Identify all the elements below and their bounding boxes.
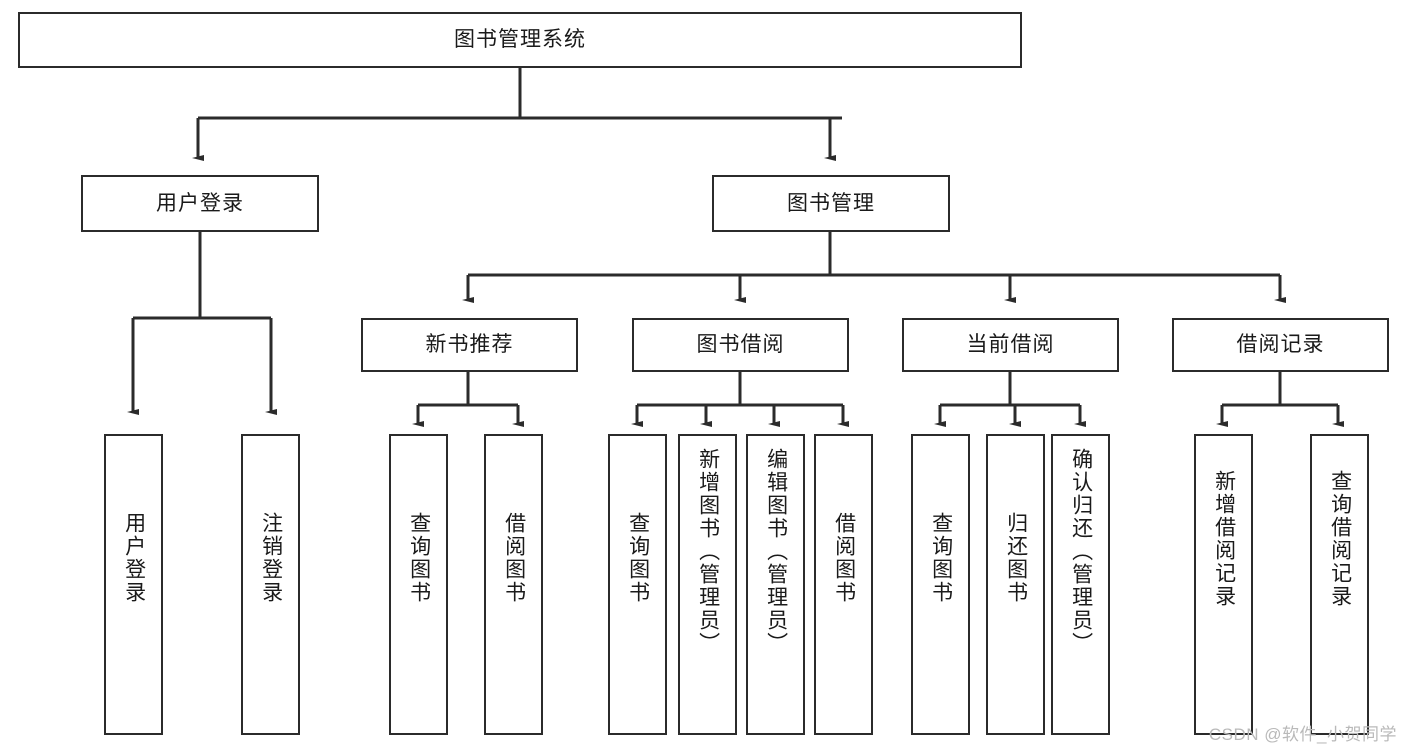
node-book-management[interactable]: 图书管理 <box>712 175 950 232</box>
node-leaf-query-borrow-record[interactable]: 查询借阅记录 <box>1310 434 1369 735</box>
watermark: CSDN @软件_小贺同学 <box>1208 725 1397 744</box>
node-leaf-borrow-book-recommend-label: 借阅图书 <box>502 512 526 604</box>
node-book-management-label: 图书管理 <box>787 191 875 215</box>
node-leaf-query-book-recommend[interactable]: 查询图书 <box>389 434 448 735</box>
node-leaf-add-book-label: 新增图书（管理员） <box>696 448 720 655</box>
node-leaf-query-book-current-label: 查询图书 <box>929 512 953 604</box>
node-leaf-query-borrow-record-label: 查询借阅记录 <box>1328 470 1352 608</box>
node-leaf-return-book-label: 归还图书 <box>1004 512 1028 604</box>
node-new-book-recommend[interactable]: 新书推荐 <box>361 318 578 372</box>
node-book-borrow-label: 图书借阅 <box>696 333 785 357</box>
node-root-label: 图书管理系统 <box>454 28 586 52</box>
node-current-borrow[interactable]: 当前借阅 <box>902 318 1119 372</box>
node-leaf-user-login-label: 用户登录 <box>122 512 146 604</box>
node-user-login[interactable]: 用户登录 <box>81 175 319 232</box>
node-root[interactable]: 图书管理系统 <box>18 12 1022 68</box>
node-leaf-confirm-return-label: 确认归还（管理员） <box>1069 448 1093 655</box>
node-leaf-logout-label: 注销登录 <box>259 512 283 604</box>
node-leaf-add-book[interactable]: 新增图书（管理员） <box>678 434 737 735</box>
node-leaf-query-book-borrow-label: 查询图书 <box>626 512 650 604</box>
node-leaf-query-book-current[interactable]: 查询图书 <box>911 434 970 735</box>
node-leaf-query-book-recommend-label: 查询图书 <box>407 512 431 604</box>
node-new-book-recommend-label: 新书推荐 <box>425 333 514 357</box>
node-leaf-borrow-book-recommend[interactable]: 借阅图书 <box>484 434 543 735</box>
node-leaf-add-borrow-record[interactable]: 新增借阅记录 <box>1194 434 1253 735</box>
node-leaf-user-login[interactable]: 用户登录 <box>104 434 163 735</box>
node-book-borrow[interactable]: 图书借阅 <box>632 318 849 372</box>
node-leaf-logout[interactable]: 注销登录 <box>241 434 300 735</box>
node-leaf-borrow-book-label: 借阅图书 <box>832 512 856 604</box>
node-leaf-edit-book-label: 编辑图书（管理员） <box>764 448 788 655</box>
node-leaf-query-book-borrow[interactable]: 查询图书 <box>608 434 667 735</box>
node-user-login-label: 用户登录 <box>156 191 244 215</box>
node-leaf-add-borrow-record-label: 新增借阅记录 <box>1212 470 1236 608</box>
node-leaf-confirm-return[interactable]: 确认归还（管理员） <box>1051 434 1110 735</box>
node-leaf-return-book[interactable]: 归还图书 <box>986 434 1045 735</box>
node-leaf-borrow-book[interactable]: 借阅图书 <box>814 434 873 735</box>
node-leaf-edit-book[interactable]: 编辑图书（管理员） <box>746 434 805 735</box>
node-borrow-record[interactable]: 借阅记录 <box>1172 318 1389 372</box>
node-borrow-record-label: 借阅记录 <box>1236 333 1325 357</box>
node-current-borrow-label: 当前借阅 <box>966 333 1055 357</box>
